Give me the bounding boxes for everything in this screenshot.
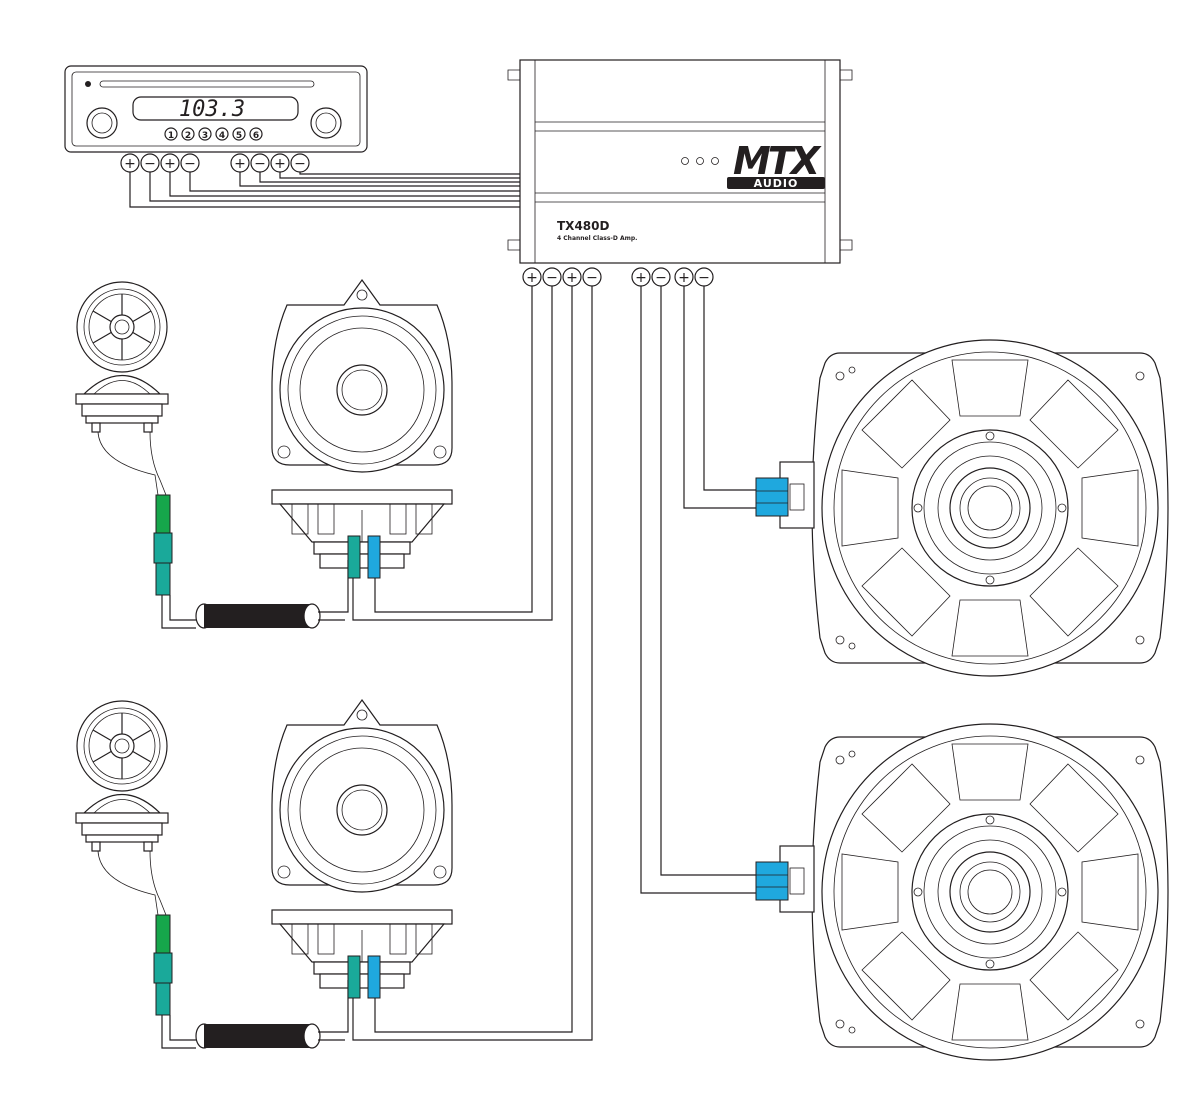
preset-buttons: 1 2 3 4 5 6 — [164, 127, 263, 141]
svg-text:+: + — [274, 156, 286, 172]
svg-text:+: + — [124, 156, 136, 172]
plus-terminal-icon: + — [631, 267, 651, 287]
preset-6: 6 — [253, 131, 259, 141]
subwoofer-bottom — [811, 723, 1169, 1061]
rear-tweeter — [75, 700, 169, 852]
preset-5: 5 — [236, 131, 242, 141]
svg-text:+: + — [234, 156, 246, 172]
svg-text:−: − — [184, 156, 196, 172]
front-tweeter — [75, 281, 169, 433]
minus-terminal-icon: − — [694, 267, 714, 287]
minus-terminal-icon: − — [180, 153, 200, 173]
amp-description: 4 Channel Class-D Amp. — [557, 235, 637, 242]
front-crossover-filter — [161, 560, 349, 629]
svg-text:−: − — [546, 270, 558, 286]
plus-terminal-icon: + — [160, 153, 180, 173]
front-tweeter-lead — [97, 431, 167, 496]
plus-terminal-icon: + — [674, 267, 694, 287]
svg-text:−: − — [586, 270, 598, 286]
preset-1: 1 — [168, 131, 174, 141]
amplifier: MTX AUDIO TX480D 4 Channel Class-D Amp. … — [507, 59, 853, 287]
svg-text:MTX: MTX — [733, 139, 822, 183]
speaker-wires — [352, 286, 760, 1041]
head-unit-terminals: + − + − + − + − — [120, 153, 310, 173]
plus-terminal-icon: + — [270, 153, 290, 173]
front-midrange-terminals — [347, 535, 381, 579]
mtx-audio-logo: MTX AUDIO — [727, 139, 825, 190]
svg-text:−: − — [254, 156, 266, 172]
minus-terminal-icon: − — [250, 153, 270, 173]
minus-terminal-icon: − — [582, 267, 602, 287]
minus-terminal-icon: − — [290, 153, 310, 173]
svg-text:−: − — [655, 270, 667, 286]
rear-tweeter-lead — [97, 850, 167, 916]
minus-terminal-icon: − — [542, 267, 562, 287]
minus-terminal-icon: − — [140, 153, 160, 173]
subwoofer-top-connector — [755, 461, 815, 529]
rear-midrange-terminals — [347, 955, 381, 999]
plus-terminal-icon: + — [522, 267, 542, 287]
svg-text:+: + — [635, 270, 647, 286]
subwoofer-top — [811, 339, 1169, 677]
svg-text:+: + — [566, 270, 578, 286]
head-unit: 103.3 1 2 3 4 5 6 + − + − + − + − — [64, 65, 368, 173]
preset-3: 3 — [202, 131, 208, 141]
radio-display: 103.3 — [179, 97, 245, 122]
preset-2: 2 — [185, 131, 191, 141]
svg-text:−: − — [698, 270, 710, 286]
svg-text:−: − — [294, 156, 306, 172]
svg-text:+: + — [678, 270, 690, 286]
plus-terminal-icon: + — [562, 267, 582, 287]
svg-text:+: + — [164, 156, 176, 172]
svg-text:AUDIO: AUDIO — [754, 177, 799, 190]
subwoofer-bottom-connector — [755, 845, 815, 913]
svg-text:−: − — [144, 156, 156, 172]
amp-terminals: + − + − + − + − — [522, 267, 714, 287]
plus-terminal-icon: + — [230, 153, 250, 173]
front-midrange — [271, 279, 453, 569]
rear-inline-connector — [153, 914, 173, 1016]
front-inline-connector — [153, 494, 173, 596]
rear-midrange — [271, 699, 453, 989]
plus-terminal-icon: + — [120, 153, 140, 173]
svg-text:+: + — [526, 270, 538, 286]
input-wires — [129, 172, 522, 208]
rear-crossover-filter — [161, 980, 349, 1049]
amp-model: TX480D — [557, 219, 609, 233]
preset-4: 4 — [219, 131, 225, 141]
minus-terminal-icon: − — [651, 267, 671, 287]
